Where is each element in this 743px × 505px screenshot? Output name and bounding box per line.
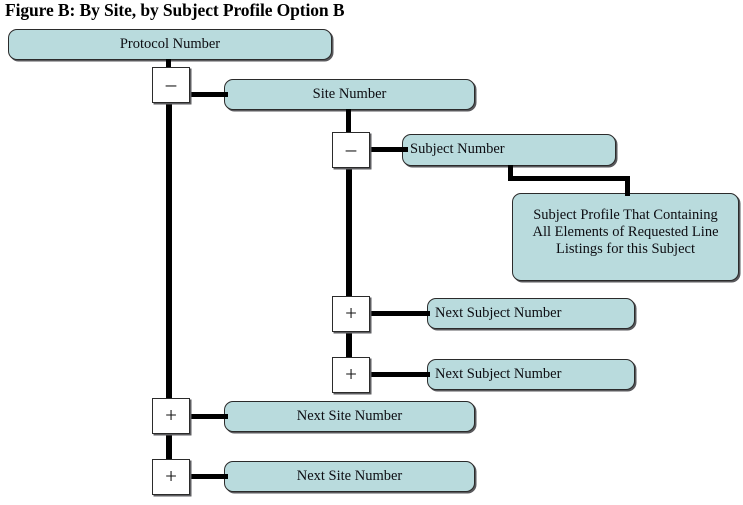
page-title: Figure B: By Site, by Subject Profile Op… bbox=[5, 0, 345, 20]
connector-toggle-to-next-site-1 bbox=[188, 414, 228, 419]
node-next-site-number-1-label: Next Site Number bbox=[296, 407, 403, 424]
connector-between-site-toggles bbox=[166, 433, 172, 461]
node-subject-profile[interactable]: Subject Profile That Containing All Elem… bbox=[512, 193, 739, 281]
node-next-site-number-2[interactable]: Next Site Number bbox=[224, 461, 475, 492]
connector-elbow-to-profile bbox=[625, 176, 630, 196]
node-site-number-label: Site Number bbox=[312, 85, 387, 102]
connector-subject-elbow-across bbox=[508, 176, 630, 181]
expand-toggle-next-subject-1[interactable]: + bbox=[332, 296, 370, 332]
expand-toggle-next-site-2[interactable]: + bbox=[152, 459, 190, 495]
plus-icon: + bbox=[165, 402, 177, 427]
plus-icon: + bbox=[165, 463, 177, 488]
connector-toggle-to-next-subject-2 bbox=[368, 372, 430, 377]
connector-toggle-to-site bbox=[188, 92, 228, 97]
connector-toggle-to-next-site-2 bbox=[188, 474, 228, 479]
node-next-subject-number-2[interactable]: Next Subject Number bbox=[427, 359, 635, 390]
node-next-subject-number-2-label: Next Subject Number bbox=[435, 365, 562, 382]
minus-icon: – bbox=[345, 136, 357, 161]
connector-protocol-to-toggle bbox=[166, 59, 171, 69]
node-next-subject-number-1[interactable]: Next Subject Number bbox=[427, 298, 635, 329]
node-subject-number-label: Subject Number bbox=[410, 141, 505, 158]
connector-main-trunk bbox=[166, 101, 172, 401]
node-site-number[interactable]: Site Number bbox=[224, 79, 475, 110]
plus-icon: + bbox=[345, 300, 357, 325]
collapse-toggle-protocol[interactable]: – bbox=[152, 67, 190, 103]
connector-site-to-toggle bbox=[346, 109, 351, 136]
connector-toggle-to-next-subject-1 bbox=[368, 311, 430, 316]
connector-toggle-to-subject bbox=[368, 147, 408, 152]
connector-subject-trunk bbox=[346, 167, 352, 362]
node-next-site-number-1[interactable]: Next Site Number bbox=[224, 401, 475, 432]
plus-icon: + bbox=[345, 361, 357, 386]
node-next-subject-number-1-label: Next Subject Number bbox=[435, 304, 562, 321]
node-protocol-number-label: Protocol Number bbox=[119, 35, 221, 52]
node-subject-number[interactable]: Subject Number bbox=[402, 134, 616, 166]
node-subject-profile-line-1: Subject Profile That Containing bbox=[533, 207, 718, 223]
expand-toggle-next-subject-2[interactable]: + bbox=[332, 357, 370, 393]
minus-icon: – bbox=[165, 71, 177, 96]
node-next-site-number-2-label: Next Site Number bbox=[296, 467, 403, 484]
node-subject-profile-line-2: All Elements of Requested Line bbox=[532, 224, 719, 241]
collapse-toggle-site[interactable]: – bbox=[332, 132, 370, 168]
connector-subject-elbow-down bbox=[508, 165, 513, 180]
node-protocol-number[interactable]: Protocol Number bbox=[8, 29, 332, 60]
expand-toggle-next-site-1[interactable]: + bbox=[152, 398, 190, 434]
node-subject-profile-line-3: Listings for this Subject bbox=[556, 241, 695, 258]
